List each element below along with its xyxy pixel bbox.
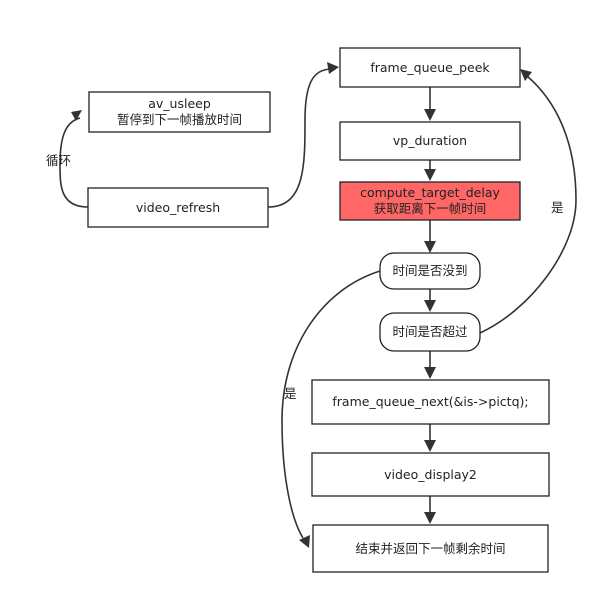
node-compute-target-delay: compute_target_delay 获取距离下一帧时间 [339,181,521,221]
edge-label-loop: 循环 [46,153,71,168]
edge-notreached-to-return-arrowhead [299,535,310,548]
edge-display-to-return-arrowhead [424,512,436,524]
node-frame-queue-next-label: frame_queue_next(&is->pictq); [332,394,528,409]
node-return-remaining-label: 结束并返回下一帧剩余时间 [355,541,505,556]
edge-exceeded-to-peek [479,75,577,334]
node-av-usleep: av_usleep 暂停到下一帧播放时间 [88,91,271,133]
node-time-exceeded: 时间是否超过 [379,312,481,352]
node-time-not-reached: 时间是否没到 [379,252,481,290]
edge-exceeded-to-next-arrowhead [424,367,436,379]
edge-peek-to-duration-arrowhead [424,109,436,121]
node-vp-duration-label: vp_duration [393,133,467,148]
edge-refresh-to-peek-arrowhead [327,62,339,74]
edge-exceeded-to-peek-arrowhead [520,69,532,81]
node-video-display2: video_display2 [311,452,550,497]
node-av-usleep-line2: 暂停到下一帧播放时间 [117,112,242,127]
edge-label-yes-left: 是 [284,386,297,401]
node-vp-duration: vp_duration [339,121,521,161]
edge-notreached-to-return [281,270,381,539]
edge-delay-to-notreached-arrowhead [424,241,436,253]
edge-label-yes-right: 是 [551,200,564,215]
node-frame-queue-next: frame_queue_next(&is->pictq); [311,379,550,425]
node-av-usleep-line1: av_usleep [148,96,211,111]
node-compute-target-delay-line2: 获取距离下一帧时间 [374,201,487,216]
node-video-refresh: video_refresh [87,187,269,228]
node-time-exceeded-label: 时间是否超过 [392,324,468,339]
node-frame-queue-peek: frame_queue_peek [339,47,521,88]
edge-refresh-to-peek [267,68,331,208]
node-frame-queue-peek-label: frame_queue_peek [370,60,490,75]
node-time-not-reached-label: 时间是否没到 [392,263,467,278]
node-return-remaining: 结束并返回下一帧剩余时间 [312,524,549,573]
node-video-display2-label: video_display2 [384,467,477,482]
node-compute-target-delay-line1: compute_target_delay [360,185,500,200]
node-video-refresh-label: video_refresh [136,200,220,215]
edge-notreached-to-exceeded-arrowhead [424,300,436,312]
edge-loop [59,117,89,208]
edge-next-to-display-arrowhead [424,440,436,452]
edge-duration-to-delay-arrowhead [424,169,436,181]
edge-loop-arrowhead [71,110,82,121]
